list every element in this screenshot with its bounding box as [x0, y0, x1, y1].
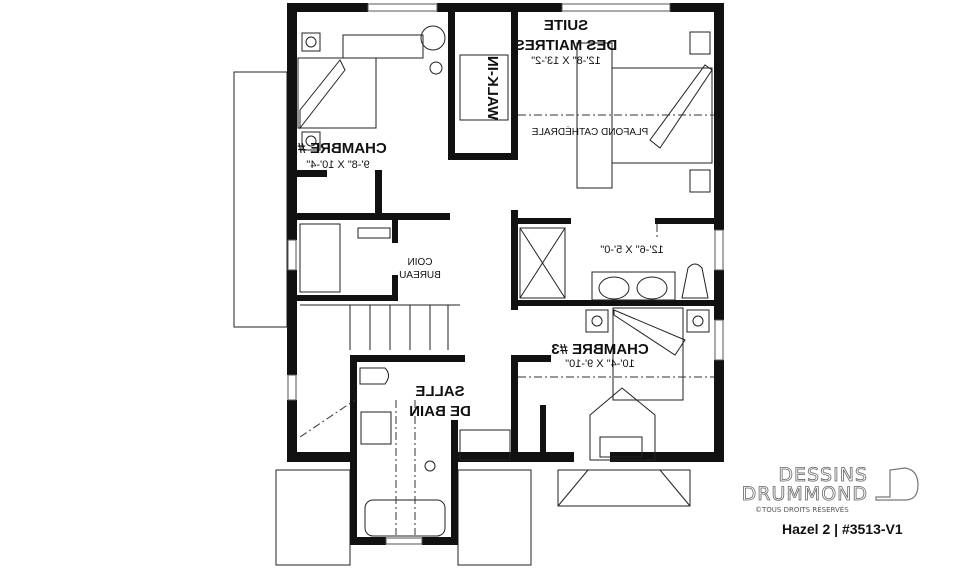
logo-mark-icon [875, 467, 919, 501]
coin-bureau-label-1: COIN [408, 257, 433, 268]
plan-label: Hazel 2 | #3513-V1 [782, 521, 903, 537]
suite-label-2: DES MAITRES [515, 37, 618, 54]
suite-size: 12'-8" X 13'-2" [531, 55, 601, 67]
salle-de-bain-label-1: SALLE [415, 383, 464, 400]
dessins-drummond-logo: DESSINS DRUMMOND ©TOUS DROITS RÉSERVÉS [741, 464, 919, 514]
chambre3-size: 10'-4" X 9'-10" [565, 358, 635, 370]
ensuite-bath-size: 12'-6" X 5'-0" [600, 244, 663, 256]
chambre2-label: CHAMBRE #2 [289, 140, 387, 157]
dashed-lines [299, 114, 714, 535]
svg-text:©TOUS DROITS RÉSERVÉS: ©TOUS DROITS RÉSERVÉS [755, 505, 849, 514]
walls [287, 3, 724, 545]
svg-text:DRUMMOND: DRUMMOND [742, 483, 868, 505]
room-labels: SUITE DES MAITRES 12'-8" X 13'-2" WALK-I… [289, 17, 663, 420]
ceiling-note: PLAFOND CATHÉDRALE [531, 125, 648, 138]
coin-bureau-label-2: BUREAU [399, 270, 441, 281]
svg-text:DESSINS: DESSINS [778, 464, 868, 486]
chambre2-size: 9'-8" X 10'-4" [306, 159, 369, 171]
suite-label-1: SUITE [544, 17, 588, 34]
windows [287, 3, 724, 545]
walk-in-label: WALK-IN [484, 56, 501, 120]
furniture [297, 25, 713, 537]
chambre3-label: CHAMBRE #3 [551, 341, 649, 358]
salle-de-bain-label-2: DE BAIN [409, 403, 471, 420]
